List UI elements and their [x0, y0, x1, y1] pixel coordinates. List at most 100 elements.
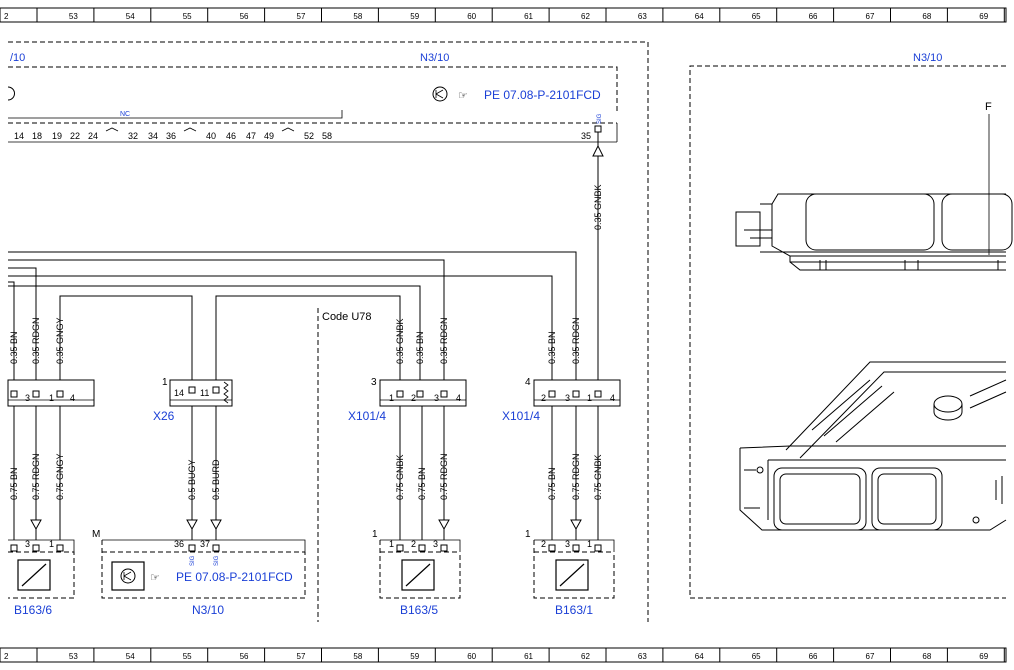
ruler-label: 53: [69, 12, 78, 21]
ruler-label: 58: [353, 12, 362, 21]
svg-text:3: 3: [433, 539, 438, 549]
svg-text:1: 1: [525, 529, 531, 540]
svg-text:11: 11: [200, 388, 209, 398]
svg-text:SIG: SIG: [214, 555, 220, 566]
svg-text:2: 2: [541, 539, 546, 549]
ruler-label: 64: [695, 12, 704, 21]
ruler-label: 63: [638, 652, 647, 661]
ruler-label: 69: [979, 652, 988, 661]
svg-text:58: 58: [322, 131, 332, 141]
svg-text:1: 1: [587, 393, 592, 403]
svg-text:SIG: SIG: [597, 113, 603, 124]
svg-text:40: 40: [206, 131, 216, 141]
connector-x101-4-a: 3 1 2 3 4 X101/4: [348, 377, 467, 423]
svg-text:1: 1: [587, 539, 592, 549]
connector-x26: 1 14 11 X26: [153, 377, 233, 423]
sensor-symbol-partial: [7, 86, 15, 101]
wire-routing: [8, 251, 577, 390]
ruler-label: 63: [638, 12, 647, 21]
connector-x101-4-b: 4 2 3 1 4 X101/4: [502, 377, 621, 423]
ruler-label: 56: [240, 12, 249, 21]
top-block-label: N3/10: [420, 52, 449, 64]
ruler-label: 55: [183, 12, 192, 21]
svg-text:3: 3: [434, 393, 439, 403]
ruler-label: 2: [4, 652, 9, 661]
wire-label: 0.75 BN: [9, 467, 19, 500]
top-block-ref: PE 07.08-P-2101FCD: [484, 88, 601, 102]
right-panel-label: N3/10: [913, 52, 942, 64]
ruler-label: 54: [126, 652, 135, 661]
svg-text:32: 32: [128, 131, 138, 141]
component-ref: PE 07.08-P-2101FCD: [176, 570, 293, 584]
ruler-label: 59: [410, 652, 419, 661]
ruler-label: 57: [297, 12, 306, 21]
transistor-icon: [120, 568, 136, 584]
svg-text:M: M: [92, 529, 100, 540]
ruler-label: 64: [695, 652, 704, 661]
wire-label: 0.35 BN: [547, 331, 557, 364]
svg-text:46: 46: [226, 131, 236, 141]
ruler-label: 53: [69, 652, 78, 661]
wire-labels-top: 0.35 BN 0.35 RDGN 0.35 GNGY 0.35 GNBK 0.…: [9, 184, 603, 364]
connector-left: 3 1 4: [7, 379, 95, 407]
svg-text:2: 2: [411, 393, 416, 403]
svg-text:22: 22: [70, 131, 80, 141]
ruler-label: 66: [809, 12, 818, 21]
connector-label: X101/4: [502, 409, 540, 423]
callout-letter: F: [985, 101, 992, 113]
ruler-label: 61: [524, 12, 533, 21]
svg-text:49: 49: [264, 131, 274, 141]
wire-label: 0.5 BUGY: [187, 459, 197, 500]
svg-text:4: 4: [610, 393, 615, 403]
connector-label: X101/4: [348, 409, 386, 423]
ecu-side-view-illustration: [735, 193, 1013, 271]
component-label: B163/1: [555, 603, 593, 617]
svg-text:1: 1: [49, 539, 54, 549]
svg-text:3: 3: [371, 377, 377, 388]
wire-label: 0.35 RDGN: [571, 317, 581, 364]
ruler-label: 65: [752, 652, 761, 661]
wire-label: 0.75 RDGN: [571, 453, 581, 500]
wire-label: 0.35 BN: [9, 331, 19, 364]
component-n3-10-bottom: M 36 37 SIG SIG ☞ PE 07.08-P-2101FCD N3/…: [92, 529, 306, 617]
svg-text:3: 3: [565, 539, 570, 549]
wire-label: 0.75 BN: [547, 467, 557, 500]
ruler-label: 67: [866, 652, 875, 661]
svg-text:34: 34: [148, 131, 158, 141]
component-b163-6: 3 1 B163/6: [8, 539, 75, 617]
component-b163-5: 1 1 2 3 B163/5: [372, 529, 461, 617]
ruler-label: 59: [410, 12, 419, 21]
right-panel: N3/10 F: [689, 52, 1013, 599]
svg-text:47: 47: [246, 131, 256, 141]
svg-text:1: 1: [389, 393, 394, 403]
svg-text:14: 14: [14, 131, 24, 141]
wire-label: 0.75 RDGN: [439, 453, 449, 500]
wire-label: 0.5 BURD: [211, 459, 221, 500]
ruler-label: 68: [922, 12, 931, 21]
component-label: N3/10: [192, 603, 224, 617]
ruler-label: 61: [524, 652, 533, 661]
wire-labels-bottom: 0.75 BN 0.75 RDGN 0.75 GNGY 0.5 BUGY 0.5…: [9, 453, 603, 500]
svg-text:36: 36: [174, 539, 184, 549]
wire-label: 0.35 GNBK: [395, 318, 405, 364]
ruler-label: 54: [126, 12, 135, 21]
ruler-label: 62: [581, 12, 590, 21]
svg-text:1: 1: [49, 393, 54, 403]
svg-text:4: 4: [70, 393, 75, 403]
pointing-hand-icon: ☞: [150, 572, 160, 584]
code-label: Code U78: [322, 311, 372, 323]
ruler-label: 67: [866, 12, 875, 21]
svg-text:18: 18: [32, 131, 42, 141]
ruler-label: 60: [467, 12, 476, 21]
svg-text:1: 1: [372, 529, 378, 540]
top-block: /10 N3/10 NC ☞ PE 07.08-P-2101FCD 14 18 …: [7, 52, 618, 143]
wire-routing-bottom: [13, 406, 599, 540]
connector-label: X26: [153, 409, 175, 423]
svg-text:1: 1: [162, 377, 168, 388]
wire-label: 0.75 GNGY: [55, 453, 65, 500]
svg-text:24: 24: [88, 131, 98, 141]
transistor-icon: [432, 86, 448, 102]
